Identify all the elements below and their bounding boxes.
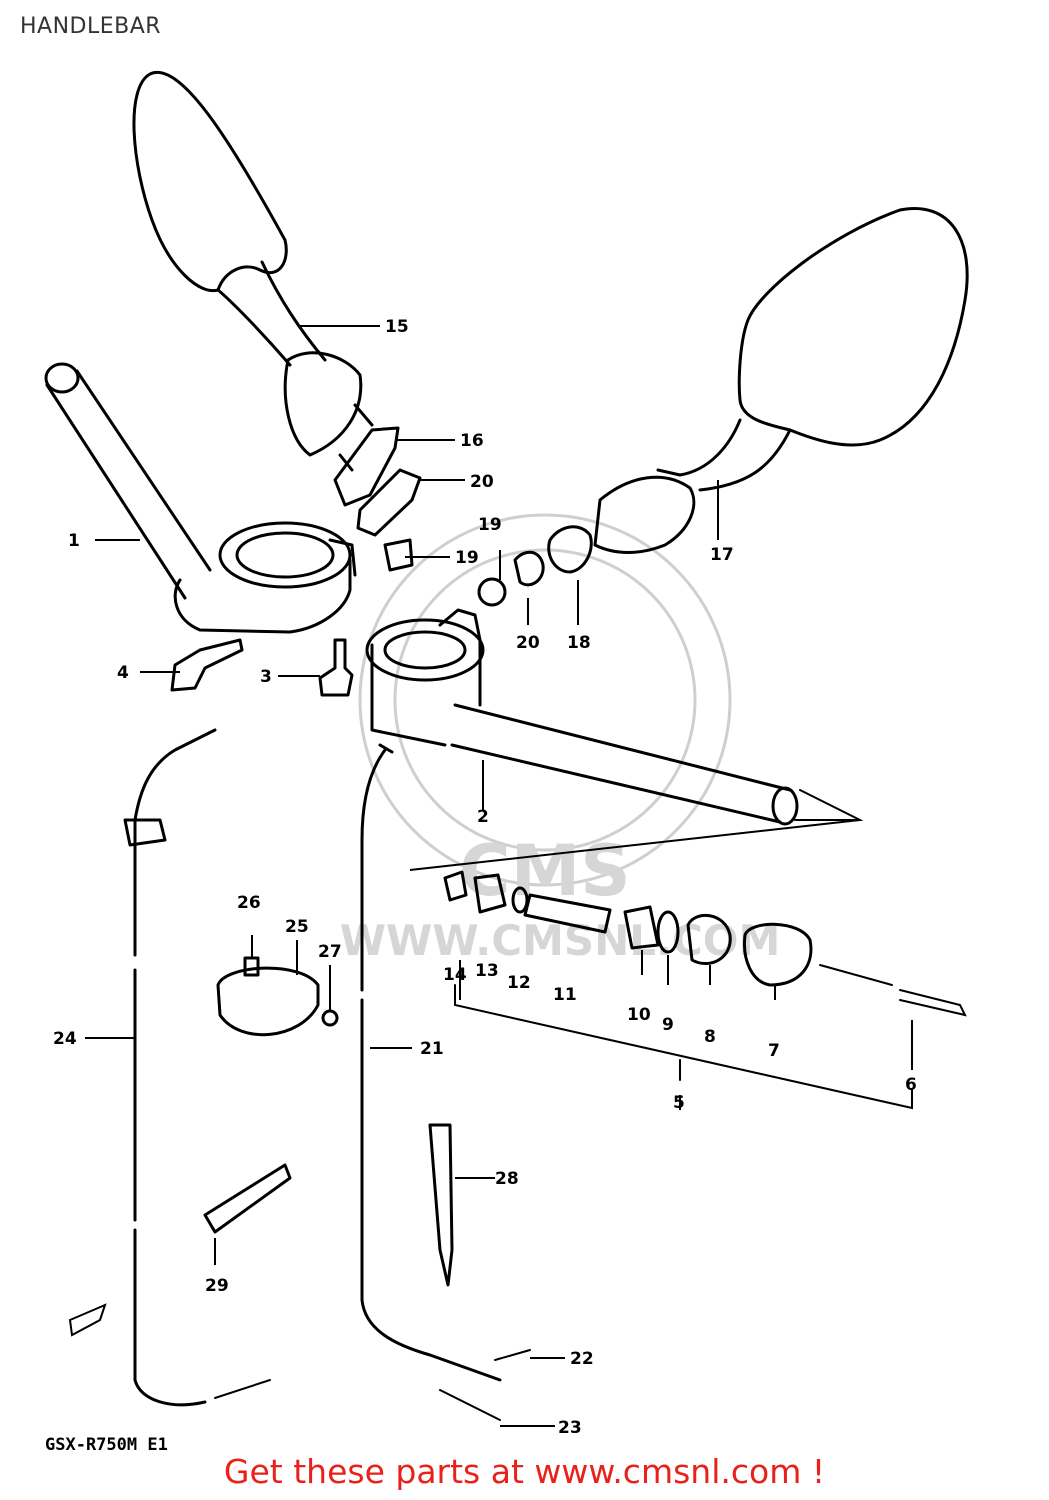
callout-numbers: 15 16 20 1 19 19 17 20 18 4 3 2 26 25 27… [53,317,917,1438]
callout-16: 16 [460,431,484,451]
bolt-4 [170,638,244,692]
left-mirror [132,70,374,472]
callout-13: 13 [475,961,499,981]
callout-19a: 19 [455,548,479,568]
page-title: HANDLEBAR [20,14,162,39]
cable-tie-28 [428,1123,454,1287]
promo-link[interactable]: Get these parts at www.cmsnl.com ! [223,1452,826,1491]
cms-watermark: CMS WWW.CMSNL.COM [340,513,781,965]
callout-1: 1 [68,531,80,551]
callout-19b: 19 [478,515,502,535]
callout-27: 27 [318,942,342,962]
callout-17: 17 [710,545,734,565]
right-mirror-nut [477,577,507,607]
cable-end-left [68,1303,107,1337]
callout-29: 29 [205,1276,229,1296]
callout-25: 25 [285,917,309,937]
throttle-cable-24 [123,728,271,1407]
callout-18: 18 [567,633,591,653]
bolt-3 [318,638,354,697]
leader-lines [85,325,913,1427]
model-code: GSX-R750M E1 [45,1435,168,1455]
bar-end-assembly [443,870,967,1110]
cable-guide-29 [203,1163,292,1234]
callout-7: 7 [768,1041,780,1061]
right-mirror-washer [513,550,545,587]
callout-26: 26 [237,893,261,913]
callout-12: 12 [507,973,531,993]
mirror-bracket [333,426,400,507]
explode-guide [409,789,864,871]
callout-2: 2 [477,807,489,827]
callout-23: 23 [558,1418,582,1438]
watermark-logo: CMS [459,830,630,912]
callout-3: 3 [260,667,272,687]
left-handlebar [44,362,357,634]
mirror-nut [383,538,414,572]
mirror-plate-upper [356,468,422,537]
callout-21: 21 [420,1039,444,1059]
callout-10: 10 [627,1005,651,1025]
callout-6: 6 [905,1075,917,1095]
callout-24: 24 [53,1029,77,1049]
callout-14: 14 [443,965,467,985]
callout-4: 4 [117,663,129,683]
right-handlebar [365,608,799,826]
callout-5: 5 [673,1093,685,1113]
watermark-url: WWW.CMSNL.COM [340,916,781,965]
callout-8: 8 [704,1027,716,1047]
callout-9: 9 [662,1015,674,1035]
cable-clamp-25 [216,966,320,1037]
right-mirror [547,207,969,574]
throttle-cable-21 [360,743,531,1421]
callout-28: 28 [495,1169,519,1189]
callout-20a: 20 [470,472,494,492]
nut-27 [321,1009,339,1027]
screw-26 [243,956,260,977]
callout-15: 15 [385,317,409,337]
callout-11: 11 [553,985,577,1005]
callout-20b: 20 [516,633,540,653]
callout-22: 22 [570,1349,594,1369]
